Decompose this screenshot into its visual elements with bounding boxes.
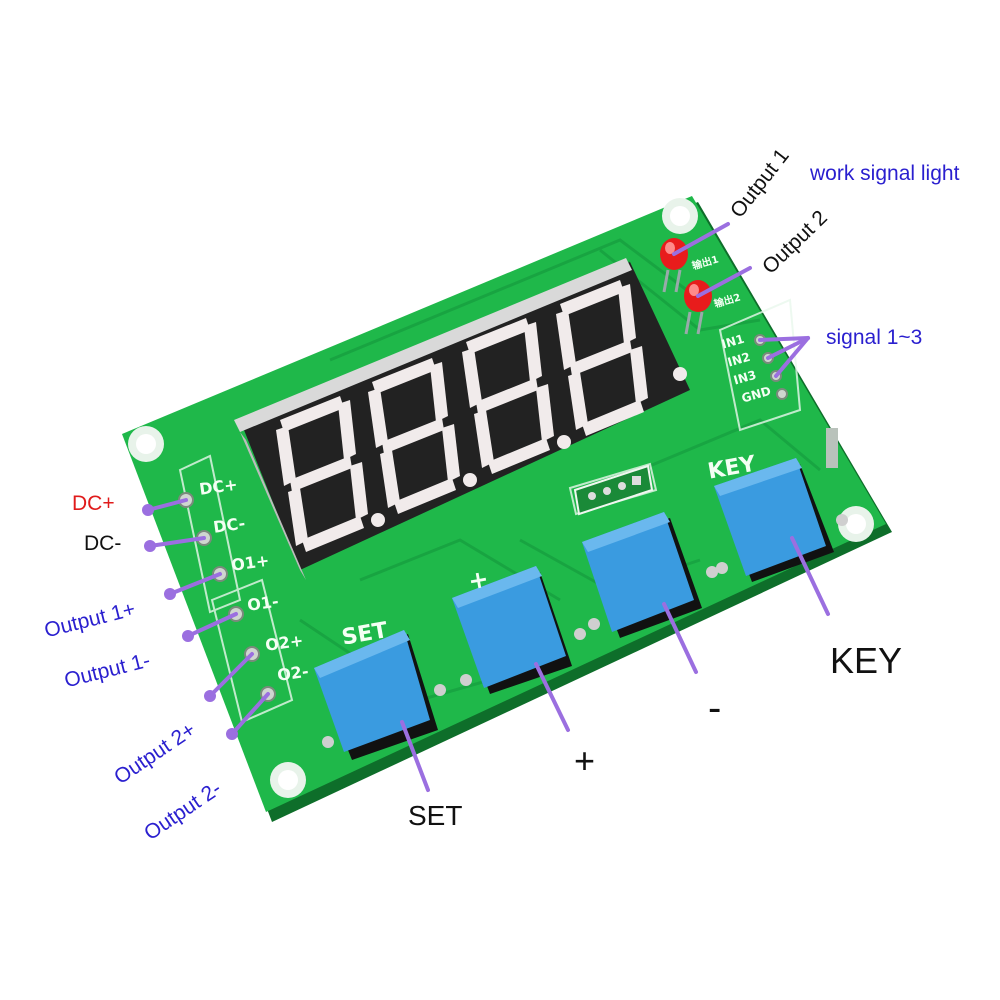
label-minus: - xyxy=(708,686,722,730)
label-set: SET xyxy=(408,800,463,831)
pin-header xyxy=(573,464,654,516)
push-buttons xyxy=(314,458,848,760)
callout-pointers xyxy=(142,222,830,792)
label-dc-minus: DC- xyxy=(84,532,122,555)
label-signal-inputs: signal 1~3 xyxy=(826,326,923,349)
circuit-board xyxy=(122,196,886,812)
label-dc-plus: DC+ xyxy=(72,492,115,515)
label-key: KEY xyxy=(830,640,903,681)
silkscreen-outlines xyxy=(178,298,802,724)
side-connector xyxy=(826,428,838,468)
seven-segment-display xyxy=(234,258,690,580)
mounting-holes xyxy=(128,198,874,798)
label-plus: + xyxy=(574,740,596,781)
label-work-signal-light: work signal light xyxy=(810,162,960,185)
